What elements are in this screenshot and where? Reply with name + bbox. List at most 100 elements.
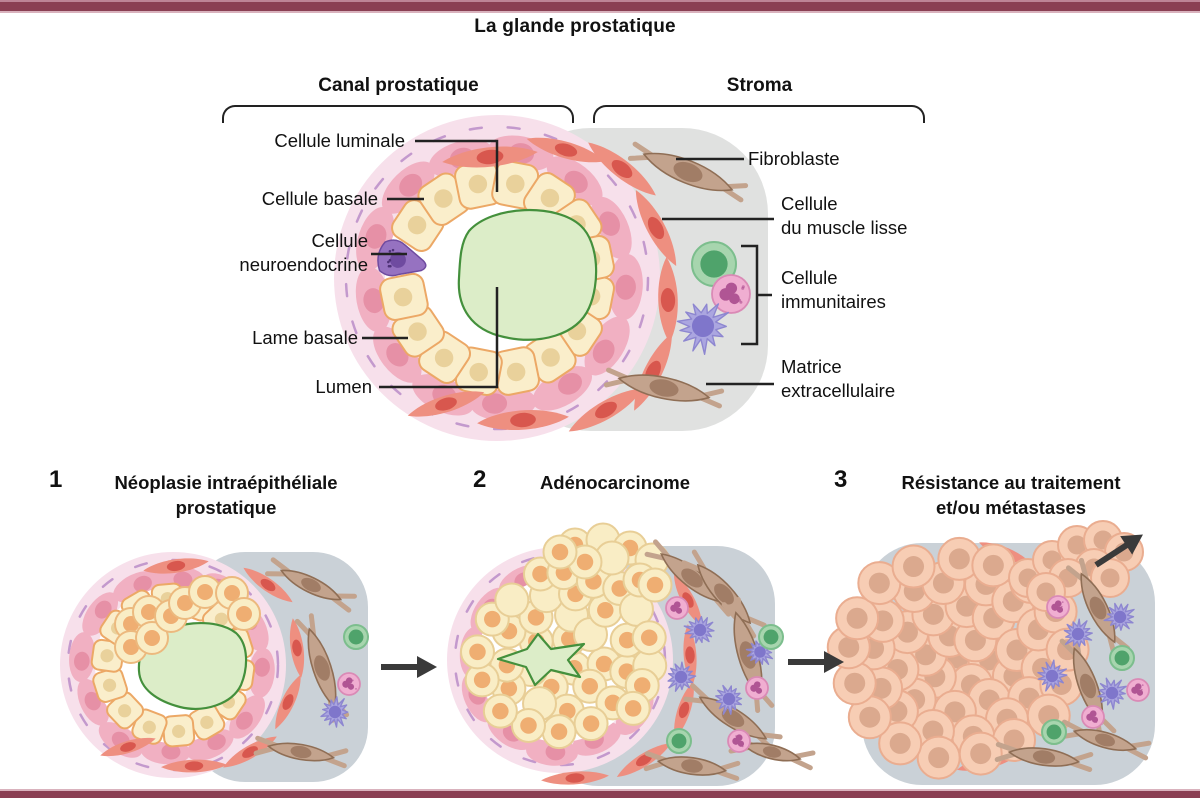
tumor-cell [971,543,1016,588]
tumor-cell [891,544,936,589]
immune-cell-granulocyte [745,676,769,700]
smooth-muscle-cell [635,190,677,266]
hyperplastic-cell [135,621,169,655]
section-label-canal: Canal prostatique [318,75,479,96]
bottom-border-bar [0,789,1200,798]
smooth-muscle-cell [658,257,678,343]
luminal-cell [92,667,128,703]
stroma-bracket [593,105,925,123]
stromal-cells [994,557,1152,772]
basal-cell [381,161,435,214]
smooth-muscle-cell [223,736,277,768]
smooth-muscle-cell [161,759,227,773]
fibroblast-cell [728,733,816,771]
tumor-cell [464,662,500,698]
tumor-cell [542,534,578,570]
top-border-bar [0,0,1200,13]
fibroblast-cell [627,141,749,203]
basal-cell [608,254,643,320]
tumor-cell [1090,558,1130,598]
immune-cell-granulocyte [665,596,689,620]
label-line-lumen [379,287,499,389]
label-immune-cells: Cellule immunitaires [781,267,886,312]
immune-cell-granulocyte [337,672,361,696]
stromal-cells [253,557,369,769]
immune-cell-dendritic [715,684,743,715]
immune-cell-dendritic [676,303,730,355]
smooth-muscle-cell [143,558,209,574]
tumor-cell [958,731,1003,776]
neuroendocrine-cell [377,239,427,277]
immune-cell-lymphocyte [1109,645,1135,671]
smooth-muscle-layer [100,558,305,773]
tumor-cell [878,721,923,766]
smooth-muscle-layer [407,137,678,432]
basal-cell [69,632,96,682]
label-basal-lamina: Lame basale [252,327,358,348]
smooth-muscle-cell [526,137,606,163]
tumor-cell [937,536,982,581]
immune-cells-bracket [741,244,772,346]
stage-3-title: Résistance au traitement et/ou métastase… [901,472,1121,518]
fibroblast-cell [1058,719,1152,761]
immune-cell-lymphocyte [1041,719,1067,745]
tumor-cell [916,735,961,780]
luminal-cell [379,272,429,321]
tumor-cell [494,582,530,618]
stromal-cells [603,141,751,409]
hyperplastic-cell [227,597,261,631]
immune-cell-granulocyte [1081,705,1105,729]
lumen-shape [457,209,598,341]
smooth-muscle-cell [477,409,569,431]
immune-cell-granulocyte [711,274,751,314]
smooth-muscle-cell [674,681,694,739]
stage-2-illustration [447,522,816,786]
prostatic-duct [334,115,660,441]
luminal-cell [131,708,168,745]
smooth-muscle-cell [616,743,672,777]
immune-cell-dendritic [1063,618,1093,648]
fibroblast-cell [994,742,1094,772]
stage-3-illustration [826,520,1155,785]
stage-1-title: Néoplasie intraépithéliale prostatique [114,472,338,518]
figure-title: La glande prostatique [474,16,676,37]
immune-cell-dendritic [1103,602,1135,631]
tumor-cell [631,620,667,656]
stage-2-number: 2 [473,466,487,493]
shrunken-lumen [496,632,586,687]
section-label-stroma: Stroma [726,75,793,96]
luminal-cell [162,714,196,748]
immune-cell-dendritic [667,661,697,692]
immune-cell-dendritic [683,615,715,644]
tumor-cell [573,706,609,742]
canal-bracket [222,105,574,123]
tumor-cell [615,690,651,726]
tumor-cell [459,634,495,670]
immune-cell-granulocyte [1126,678,1150,702]
immune-cell-dendritic [1097,677,1128,710]
basal-lamina-dashes [344,125,650,431]
smooth-muscle-cell [275,674,301,730]
hyperplastic-cell-cluster [114,575,261,664]
stage-2-title: Adénocarcinome [539,472,691,493]
basal-cell [584,316,630,376]
immune-cell-lymphocyte [343,624,369,650]
immune-cell-dendritic [1037,659,1068,692]
fibroblast-cell [1065,557,1131,659]
tumor-cell [510,707,546,743]
immune-cell-lymphocyte [666,728,692,754]
smooth-muscle-cell [407,391,485,417]
label-lumen: Lumen [315,376,372,397]
tumor-cell [482,693,518,729]
immune-cell-dendritic [320,696,349,728]
adenocarcinoma-cells [459,522,673,750]
immune-cell-lymphocyte [758,624,784,650]
label-extracellular-matrix: Matrice extracellulaire [781,356,896,401]
stage-1-number: 1 [49,466,63,493]
label-neuroendocrine-cell: Cellule neuroendocrine [239,230,368,275]
immune-cell-granulocyte [1046,595,1070,619]
stromal-cells [643,539,816,781]
basal-cell [248,647,275,698]
label-basal-cell: Cellule basale [261,188,378,209]
progression-arrow-2 [788,651,844,673]
